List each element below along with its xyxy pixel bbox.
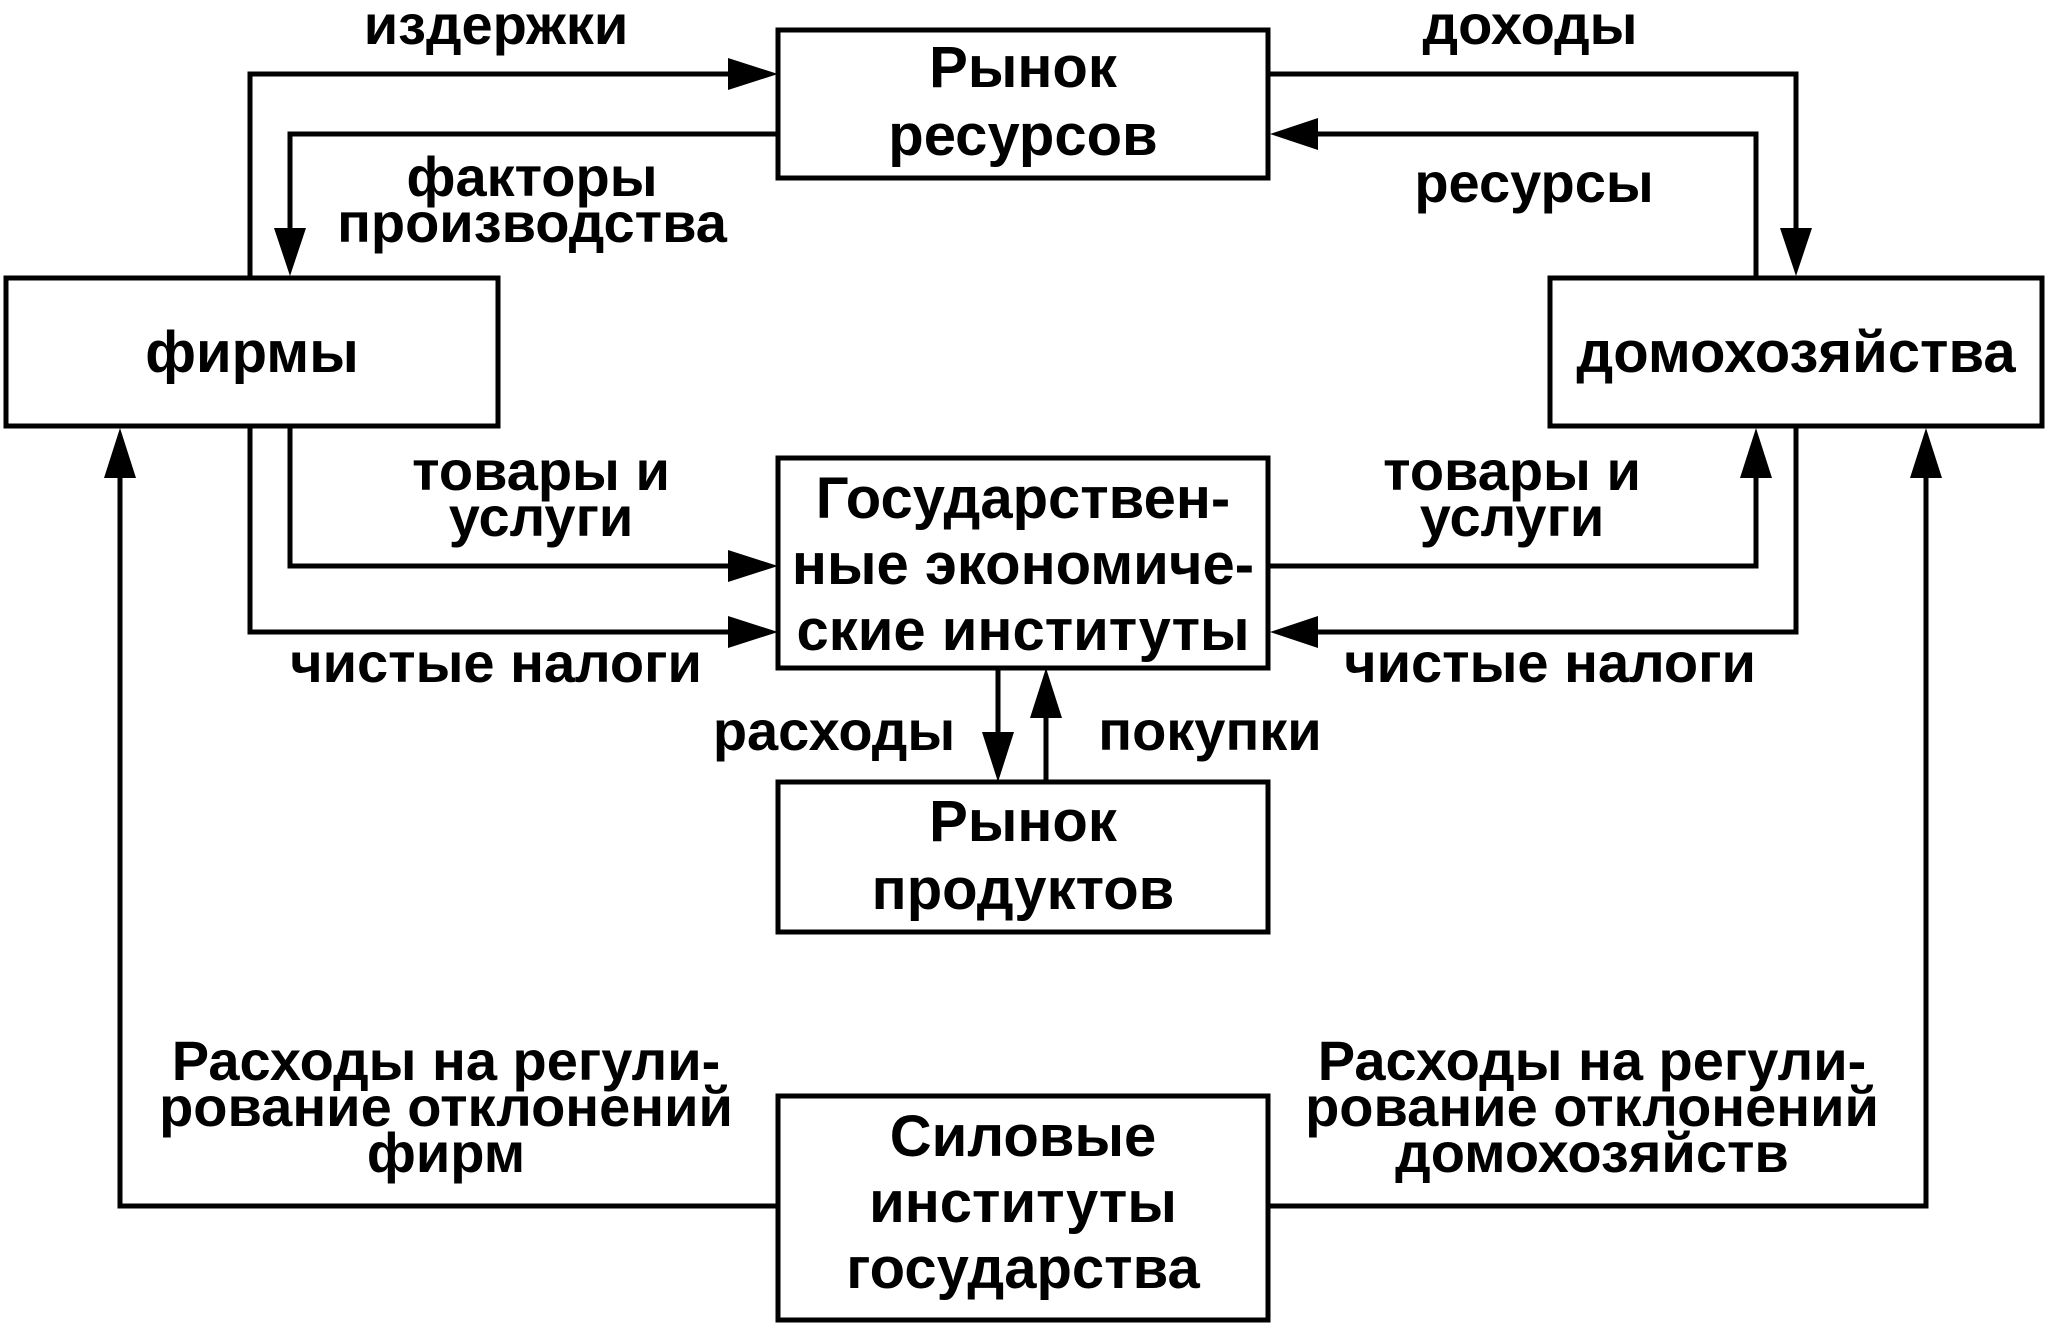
arrow-goods-right-head xyxy=(1740,428,1772,478)
arrow-net-taxes-left xyxy=(247,426,730,635)
label-net-taxes-left: чистые налоги xyxy=(290,631,702,694)
label-goods-left-line1: товары и xyxy=(412,439,670,502)
arrow-reg-firms xyxy=(117,474,778,1209)
arrow-resources xyxy=(1316,131,1759,276)
households-label: домохозяйства xyxy=(1576,320,2016,385)
arrow-expenses-head xyxy=(982,732,1014,782)
label-reg-households-line1: Расходы на регули- xyxy=(1318,1029,1867,1092)
arrow-costs-head xyxy=(728,58,778,90)
arrow-net-taxes-right-head xyxy=(1270,616,1318,648)
arrow-incomes xyxy=(1268,71,1799,232)
arrow-resources-head xyxy=(1270,118,1318,150)
label-reg-firms-line3: фирм xyxy=(367,1121,525,1184)
power-institutions-line1: Силовые xyxy=(890,1104,1157,1169)
label-reg-firms-line2: рование отклонений xyxy=(159,1075,733,1138)
firms-box: фирмы xyxy=(3,275,501,429)
label-purchases: покупки xyxy=(1098,699,1321,762)
label-expenses: расходы xyxy=(713,699,955,762)
resource-market-line2: ресурсов xyxy=(888,103,1157,168)
resource-market-box: Рынок ресурсов xyxy=(775,27,1271,181)
arrow-reg-firms-head xyxy=(104,428,136,478)
label-reg-households-line2: рование отклонений xyxy=(1305,1075,1879,1138)
product-market-line2: продуктов xyxy=(872,857,1175,922)
government-institutions-line2: ные экономиче- xyxy=(792,532,1254,597)
label-reg-firms-line1: Расходы на регули- xyxy=(172,1029,721,1092)
label-costs: издержки xyxy=(364,0,629,56)
government-institutions-line1: Государствен- xyxy=(816,466,1230,531)
label-goods-left-line2: услуги xyxy=(449,485,634,548)
government-institutions-box: Государствен- ные экономиче- ские инстит… xyxy=(775,455,1271,671)
households-box: домохозяйства xyxy=(1547,275,2045,429)
arrow-factors-head xyxy=(274,228,306,276)
arrow-net-taxes-left-head xyxy=(728,616,778,648)
resource-market-line1: Рынок xyxy=(929,35,1118,100)
arrow-purchases-head xyxy=(1030,668,1062,718)
arrow-factors xyxy=(287,131,778,232)
label-resources: ресурсы xyxy=(1414,151,1653,214)
label-goods-right-line1: товары и xyxy=(1383,439,1641,502)
label-factors-line1: факторы xyxy=(406,145,657,208)
arrow-goods-left xyxy=(287,426,730,569)
firms-label: фирмы xyxy=(145,320,359,385)
product-market-box: Рынок продуктов xyxy=(775,779,1271,935)
arrow-incomes-head xyxy=(1780,228,1812,276)
arrow-net-taxes-right xyxy=(1316,426,1799,635)
label-goods-right-line2: услуги xyxy=(1420,485,1605,548)
arrow-goods-right xyxy=(1268,476,1759,569)
arrow-reg-households-head xyxy=(1910,428,1942,478)
arrow-goods-left-head xyxy=(728,550,778,582)
government-institutions-line3: ские институты xyxy=(796,598,1249,663)
label-incomes: доходы xyxy=(1423,0,1638,56)
label-factors-line2: производства xyxy=(337,191,728,254)
power-institutions-line2: институты xyxy=(869,1170,1177,1235)
power-institutions-line3: государства xyxy=(846,1236,1200,1301)
arrow-costs xyxy=(247,71,730,278)
label-reg-households-line3: домохозяйств xyxy=(1395,1121,1789,1184)
power-institutions-box: Силовые институты государства xyxy=(775,1093,1271,1323)
product-market-line1: Рынок xyxy=(929,789,1118,854)
label-net-taxes-right: чистые налоги xyxy=(1344,631,1756,694)
arrow-reg-households xyxy=(1268,474,1929,1209)
